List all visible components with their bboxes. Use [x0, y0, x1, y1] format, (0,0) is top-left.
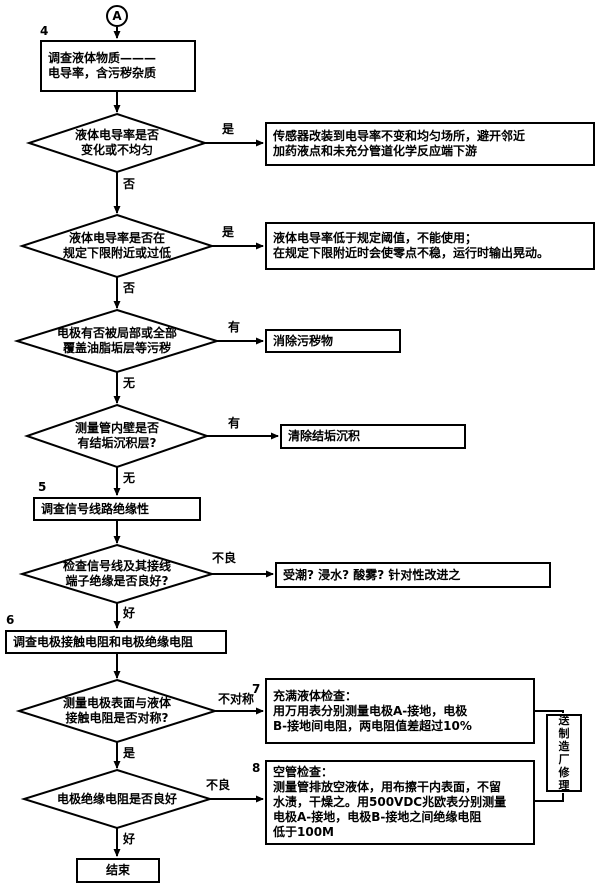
action-remove-scaling: 清除结垢沉积: [280, 424, 466, 449]
step-number-6: 6: [6, 613, 15, 627]
process-check-electrode-resistance: 调查电极接触电阻和电极绝缘电阻: [5, 630, 227, 654]
check-full-liquid: 充满液体检查： 用万用表分别测量电极A-接地，电极 B-接地间电阻，两电阻值差超…: [265, 678, 535, 744]
connector-a: A: [106, 5, 128, 27]
label-d7-good: 好: [123, 832, 136, 846]
label-d1-yes: 是: [222, 122, 235, 136]
label-d4-no: 无: [123, 471, 136, 485]
decision-signal-insulation: 检查信号线及其接线 端子绝缘是否良好?: [62, 559, 171, 588]
label-d7-bad: 不良: [206, 778, 231, 792]
label-d2-yes: 是: [222, 225, 235, 239]
decision-conductivity-change-shape: [25, 112, 209, 174]
edge-r8-to-repair: [535, 793, 564, 802]
label-d4-yes: 有: [228, 416, 241, 430]
decision-electrode-fouling: 电极有否被局部或全部 覆盖油脂垢层等污秽: [56, 326, 177, 355]
terminator-end: 结束: [76, 858, 160, 883]
decision-tube-scaling-shape: [23, 403, 211, 469]
step-number-7: 7: [252, 682, 261, 696]
check-empty-pipe: 空管检查： 测量管排放空液体，用布擦干内表面，不留 水渍，干燥之。用500VDC…: [265, 760, 535, 845]
decision-electrode-insulation: 电极绝缘电阻是否良好: [56, 792, 177, 806]
label-d6-yes: 是: [123, 746, 136, 760]
label-d5-good: 好: [123, 606, 136, 620]
label-d6-bad: 不对称: [218, 692, 255, 706]
decision-contact-resistance-shape: [15, 678, 219, 744]
action-return-to-factory: 送 制 造 厂 修 理: [546, 714, 582, 792]
decision-conductivity-change: 液体电导率是否 变化或不均匀: [74, 128, 159, 157]
label-d3-no: 无: [123, 376, 136, 390]
label-d5-bad: 不良: [212, 551, 237, 565]
label-d2-no: 否: [123, 281, 136, 295]
decision-electrode-fouling-shape: [13, 308, 221, 374]
action-relocate-sensor: 传感器改装到电导率不变和均匀场所，避开邻近 加药液点和未充分管道化学反应端下游: [265, 122, 595, 166]
decision-tube-scaling: 测量管内壁是否 有结垢沉积层?: [74, 421, 159, 450]
decision-conductivity-low-shape: [18, 213, 216, 279]
decision-signal-insulation-shape: [18, 543, 216, 605]
decision-electrode-insulation-shape: [20, 768, 214, 830]
action-fix-moisture: 受潮? 浸水? 酸雾? 针对性改进之: [275, 562, 551, 588]
label-d3-yes: 有: [228, 320, 241, 334]
decision-conductivity-low: 液体电导率是否在 规定下限附近或过低: [62, 231, 171, 260]
decision-contact-resistance: 测量电极表面与液体 接触电阻是否对称?: [62, 696, 171, 725]
process-check-signal-line: 调查信号线路绝缘性: [33, 497, 201, 521]
step-number-8: 8: [252, 761, 261, 775]
edge-r7-to-repair: [535, 710, 564, 713]
action-remove-fouling: 消除污秽物: [265, 329, 401, 353]
process-investigate-liquid: 调查液体物质——— 电导率，含污秽杂质: [40, 40, 196, 92]
note-conductivity-threshold: 液体电导率低于规定阈值，不能使用； 在规定下限附近时会使零点不稳，运行时输出晃动…: [265, 222, 595, 270]
step-number-4: 4: [40, 24, 49, 38]
label-d1-no: 否: [123, 177, 136, 191]
step-number-5: 5: [38, 480, 47, 494]
